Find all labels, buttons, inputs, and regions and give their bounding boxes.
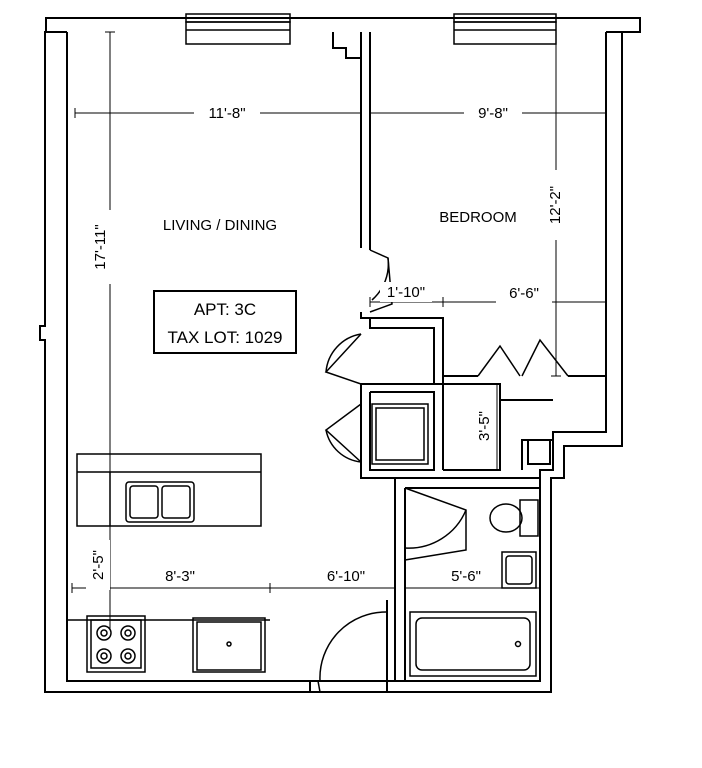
kitchen-island bbox=[76, 453, 262, 527]
exterior-walls bbox=[39, 17, 641, 693]
bathroom-fixtures bbox=[409, 499, 539, 677]
dim-living-depth: 17'-11" bbox=[92, 224, 109, 269]
window-living bbox=[185, 13, 291, 45]
dim-kitchen-depth: 2'-5" bbox=[90, 550, 107, 580]
apt-number: APT: 3C bbox=[194, 300, 256, 319]
bathroom-door bbox=[404, 487, 467, 561]
kitchen bbox=[67, 403, 429, 673]
washer-icon bbox=[371, 403, 429, 465]
stove-icon bbox=[86, 615, 146, 673]
dim-closet-depth: 3'-5" bbox=[476, 411, 493, 441]
lavatory-icon bbox=[501, 551, 537, 589]
bedroom-door bbox=[369, 249, 393, 313]
sink-icon bbox=[125, 481, 195, 523]
dim-bedroom-width: 9'-8" bbox=[478, 105, 508, 122]
dim-kitchen-width: 8'-3" bbox=[165, 568, 195, 585]
refrigerator-icon bbox=[192, 617, 266, 673]
closet-door-lower bbox=[324, 403, 362, 463]
dim-hall-width: 6'-6" bbox=[509, 285, 539, 302]
bathtub-icon bbox=[409, 611, 537, 677]
dimension-lines bbox=[71, 31, 607, 630]
toilet-icon bbox=[489, 499, 539, 537]
bifold-door bbox=[477, 344, 521, 377]
tax-lot: TAX LOT: 1029 bbox=[168, 328, 283, 347]
room-bedroom: BEDROOM bbox=[439, 209, 517, 226]
apartment-label: APT: 3C TAX LOT: 1029 bbox=[153, 290, 297, 354]
interior-walls bbox=[309, 32, 606, 692]
dim-closet-width: 1'-10" bbox=[387, 284, 425, 301]
dim-entry-width: 6'-10" bbox=[327, 568, 365, 585]
dim-bedroom-depth: 12'-2" bbox=[547, 186, 564, 224]
dim-bath-width: 5'-6" bbox=[451, 568, 481, 585]
doors bbox=[317, 249, 569, 693]
dim-living-width: 11'-8" bbox=[208, 105, 245, 122]
room-living-dining: LIVING / DINING bbox=[163, 217, 277, 234]
dimension-label-backgrounds bbox=[86, 102, 568, 590]
